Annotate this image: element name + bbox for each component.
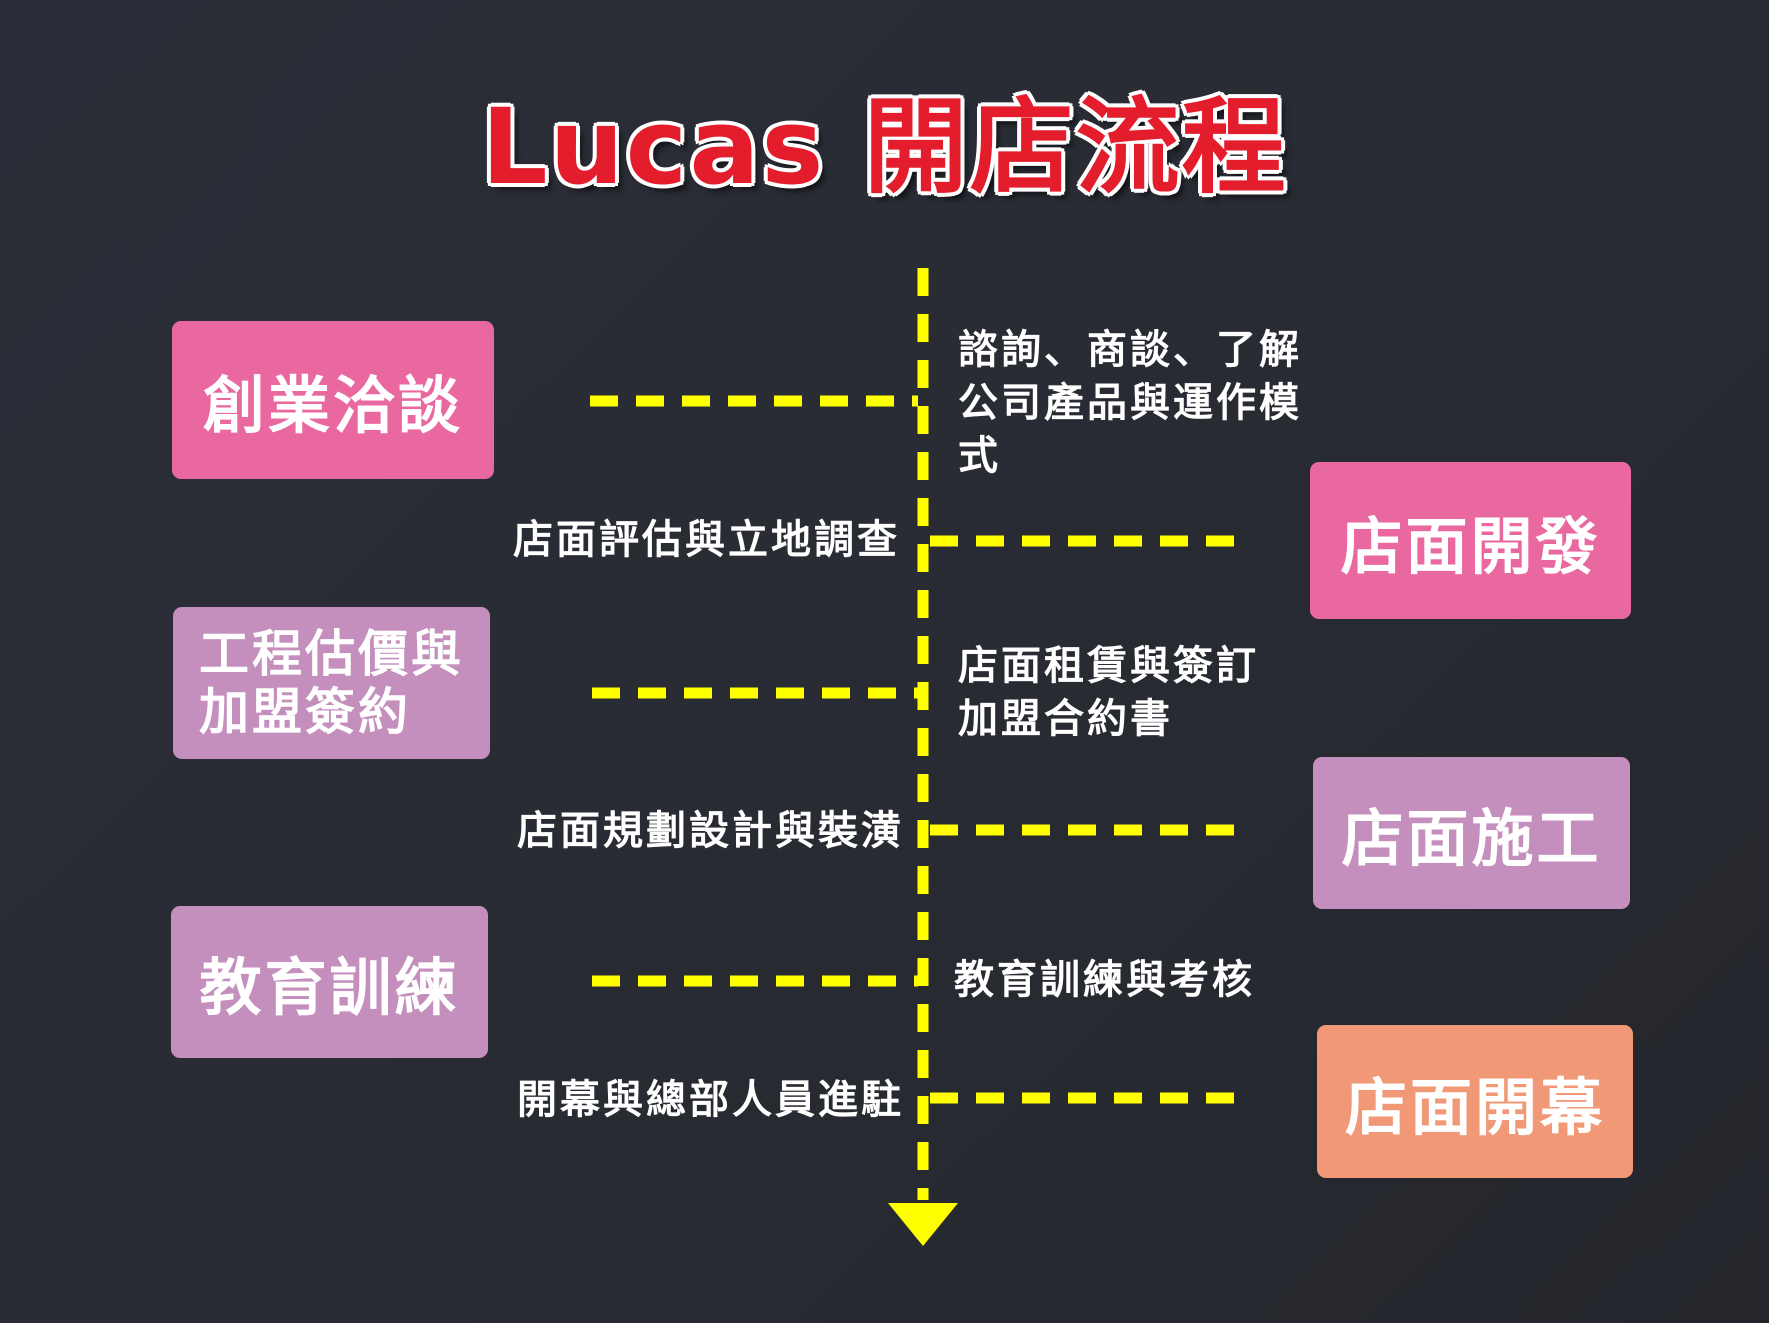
note-lease-and-contract: 店面租賃與簽訂 加盟合約書 [958,643,1259,742]
step-box-education-training: 教育訓練 [171,906,488,1058]
note-store-design: 店面規劃設計與裝潢 [517,808,904,854]
note-consultation-detail: 諮詢、商談、了解 公司產品與運作模 式 [958,327,1302,479]
note-opening-support: 開幕與總部人員進駐 [517,1077,904,1123]
step-box-store-construction: 店面施工 [1313,757,1630,909]
timeline-arrowhead [888,1203,958,1246]
step-box-store-opening: 店面開幕 [1317,1025,1633,1178]
note-training-and-assessment: 教育訓練與考核 [954,957,1255,1003]
note-site-evaluation: 店面評估與立地調查 [513,517,900,563]
step-box-business-consultation: 創業洽談 [172,321,494,479]
page-title: Lucas 開店流程 [481,86,1288,208]
step-box-estimate-and-contract: 工程估價與 加盟簽約 [173,607,490,759]
step-box-store-development: 店面開發 [1310,462,1631,619]
